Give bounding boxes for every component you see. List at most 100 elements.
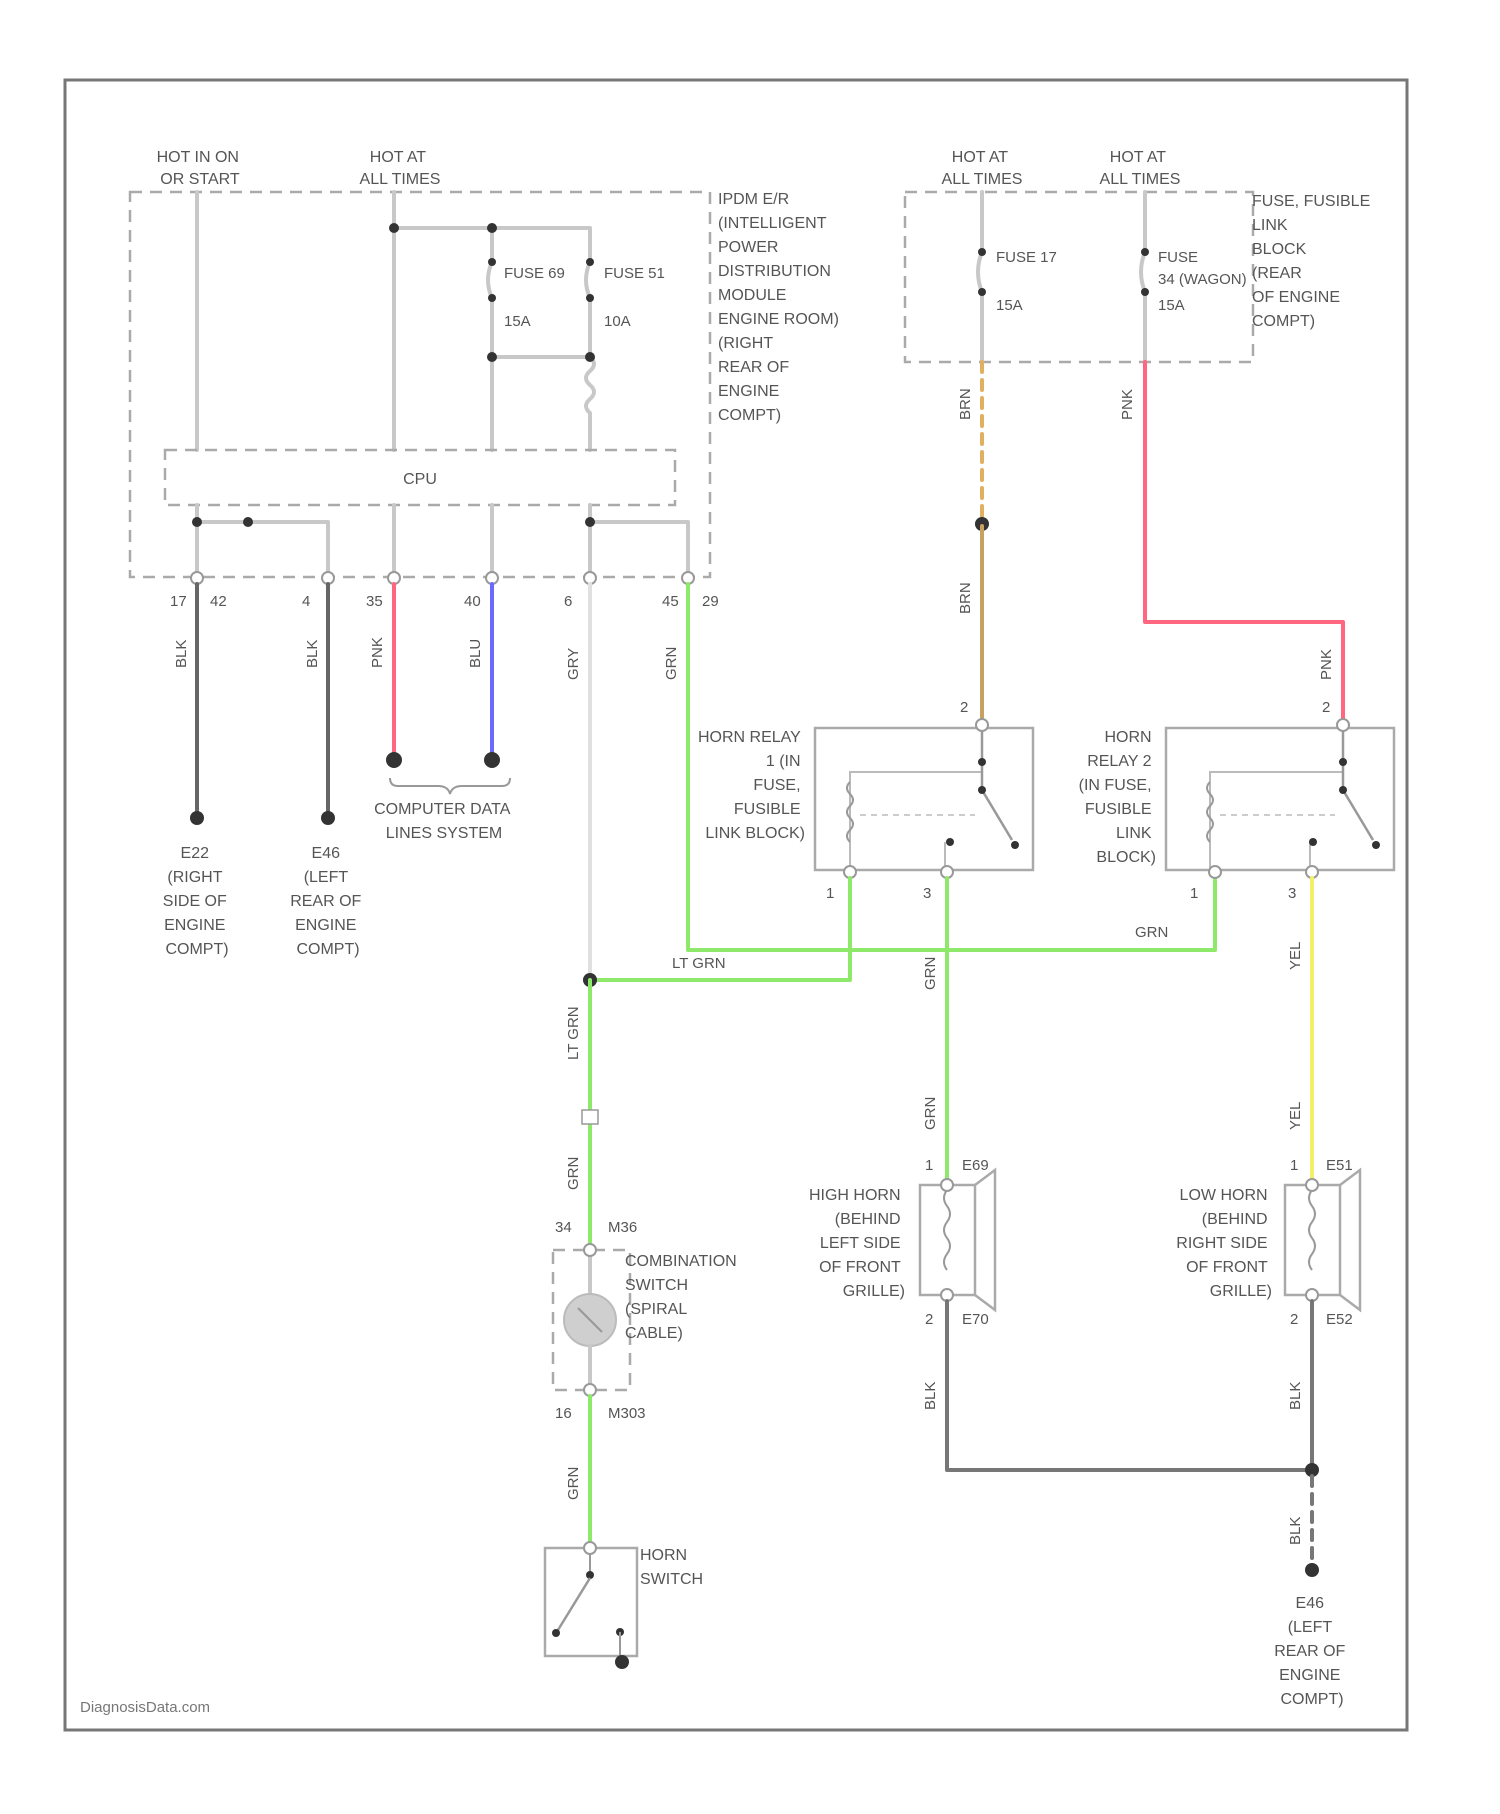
fuse-terminal (488, 258, 496, 266)
high-horn-bell (975, 1170, 995, 1310)
fuse-34-amp: 15A (1158, 297, 1185, 314)
relay-terminal (1372, 841, 1380, 849)
ground-point-e46 (1305, 1563, 1319, 1577)
horn-pin-number: 2 (1290, 1311, 1298, 1328)
data-lines-label: COMPUTER DATA LINES SYSTEM (374, 801, 514, 842)
fuse-69-amp: 15A (504, 313, 531, 330)
relay-terminal (978, 786, 986, 794)
junction-dot (585, 352, 595, 362)
wire-label-blu: BLU (467, 639, 484, 668)
horn-pin-number: 1 (925, 1157, 933, 1174)
relay-pin-number: 3 (1288, 885, 1296, 902)
combo-switch-label: COMBINATION SWITCH (SPIRAL CABLE) (625, 1253, 741, 1342)
horn-pin (941, 1179, 953, 1191)
horn-switch: HORN SWITCH (545, 1542, 703, 1669)
fuse-34-symbol (1141, 252, 1145, 292)
ipdm-boundary (130, 192, 710, 577)
connector-id: E52 (1326, 1311, 1353, 1328)
high-horn-label: HIGH HORN (BEHIND LEFT SIDE OF FRONT GRI… (809, 1187, 905, 1300)
horn-relay-1: 2 1 3 HORN RELAY 1 (IN FUSE, FUSIBLE LIN… (698, 699, 1033, 902)
pin-number: 4 (302, 593, 310, 610)
cpu-label: CPU (403, 471, 437, 488)
connector-id: M303 (608, 1405, 646, 1422)
relay-pin (976, 719, 988, 731)
fuse-terminal (586, 294, 594, 302)
wire-label-lt-grn: LT GRN (672, 955, 726, 972)
fuse-block-hot-at-2: HOT AT ALL TIMES (1100, 149, 1181, 188)
wire-pnk-relay2 (1145, 362, 1343, 725)
fuse-terminal (1141, 248, 1149, 256)
ipdm-relay-coil (586, 357, 594, 450)
wire-label-pnk: PNK (369, 637, 386, 668)
pin-number: 45 (662, 593, 679, 610)
fuse-block-hot-at-1: HOT AT ALL TIMES (942, 149, 1023, 188)
pin-number: 40 (464, 593, 481, 610)
ipdm-module: HOT IN ON OR START HOT AT ALL TIMES IPDM… (130, 149, 843, 610)
wire-label-grn: GRN (565, 1157, 582, 1190)
connector-id: E51 (1326, 1157, 1353, 1174)
switch-terminal (552, 1629, 560, 1637)
ipdm-name-label: IPDM E/R (INTELLIGENT POWER DISTRIBUTION… (718, 191, 843, 424)
low-horn-label: LOW HORN (BEHIND RIGHT SIDE OF FRONT GRI… (1176, 1187, 1272, 1300)
fuse-terminal (488, 294, 496, 302)
ground-point-e22 (190, 811, 204, 825)
ground-label-e22: E22 (RIGHT SIDE OF ENGINE COMPT) (163, 845, 231, 958)
relay-pin-number: 2 (1322, 699, 1330, 716)
relay-1-label: HORN RELAY 1 (IN FUSE, FUSIBLE LINK BLOC… (698, 729, 805, 842)
wire-label-pnk: PNK (1318, 649, 1335, 680)
relay-terminal (946, 838, 954, 846)
horn-pin-number: 2 (925, 1311, 933, 1328)
wire-label-yel: YEL (1287, 942, 1304, 970)
relay-pin-number: 1 (826, 885, 834, 902)
wire-label-yel: YEL (1287, 1102, 1304, 1130)
fuse-terminal (978, 248, 986, 256)
wire-label-grn: GRN (922, 957, 939, 990)
fuse-51-label: FUSE 51 (604, 265, 665, 282)
ground-point (615, 1655, 629, 1669)
junction-dot (487, 223, 497, 233)
wire-label-grn: GRN (1135, 924, 1168, 941)
wire-label-lt-grn: LT GRN (565, 1006, 582, 1060)
fuse-69-symbol (488, 262, 492, 298)
fuse-51-amp: 10A (604, 313, 631, 330)
wire-blk-high-horn-ground (947, 1301, 1312, 1470)
connector-pin (584, 1542, 596, 1554)
inline-connector (582, 1110, 598, 1124)
connector-pin (584, 1244, 596, 1256)
horn-relay-2: 2 1 3 HORN RELAY 2 (IN FUSE, FUSIBLE LIN… (1079, 699, 1394, 902)
relay-terminal (1339, 758, 1347, 766)
relay-pin (1337, 719, 1349, 731)
high-horn: 1 E69 2 E70 HIGH HORN (BEHIND LEFT SIDE … (809, 1157, 995, 1328)
relay-terminal (1339, 786, 1347, 794)
pin-number: 35 (366, 593, 383, 610)
wire-label-blk: BLK (173, 640, 190, 668)
pin-number: 42 (210, 593, 227, 610)
fuse-17-amp: 15A (996, 297, 1023, 314)
fuse-terminal (586, 258, 594, 266)
wire-label-blk: BLK (1287, 1517, 1304, 1545)
fuse-terminal (978, 288, 986, 296)
ipdm-hot-at-label: HOT AT ALL TIMES (360, 149, 441, 188)
fuse-17-symbol (978, 252, 982, 292)
switch-terminal (586, 1571, 594, 1579)
wire-label-grn: GRN (663, 647, 680, 680)
relay-pin-number: 3 (923, 885, 931, 902)
wire-label-grn: GRN (922, 1097, 939, 1130)
connector-id: E70 (962, 1311, 989, 1328)
wire-label-brn: BRN (957, 388, 974, 420)
junction-dot (243, 517, 253, 527)
fuse-block-label: FUSE, FUSIBLE LINK BLOCK (REAR OF ENGINE… (1252, 193, 1375, 330)
ipdm-pin29-line (590, 522, 688, 578)
fuse-69-label: FUSE 69 (504, 265, 565, 282)
junction-dot (487, 352, 497, 362)
wire-label-brn: BRN (957, 582, 974, 614)
wire-label-pnk: PNK (1119, 389, 1136, 420)
ipdm-pin4-line (197, 522, 328, 578)
low-horn: 1 E51 2 E52 LOW HORN (BEHIND RIGHT SIDE … (1176, 1157, 1360, 1328)
wire-label-grn: GRN (565, 1467, 582, 1500)
low-horn-bell (1340, 1170, 1360, 1310)
horn-pin-number: 1 (1290, 1157, 1298, 1174)
combo-pin-number: 34 (555, 1219, 572, 1236)
data-lines-brace (390, 778, 510, 794)
junction-dot (389, 223, 399, 233)
